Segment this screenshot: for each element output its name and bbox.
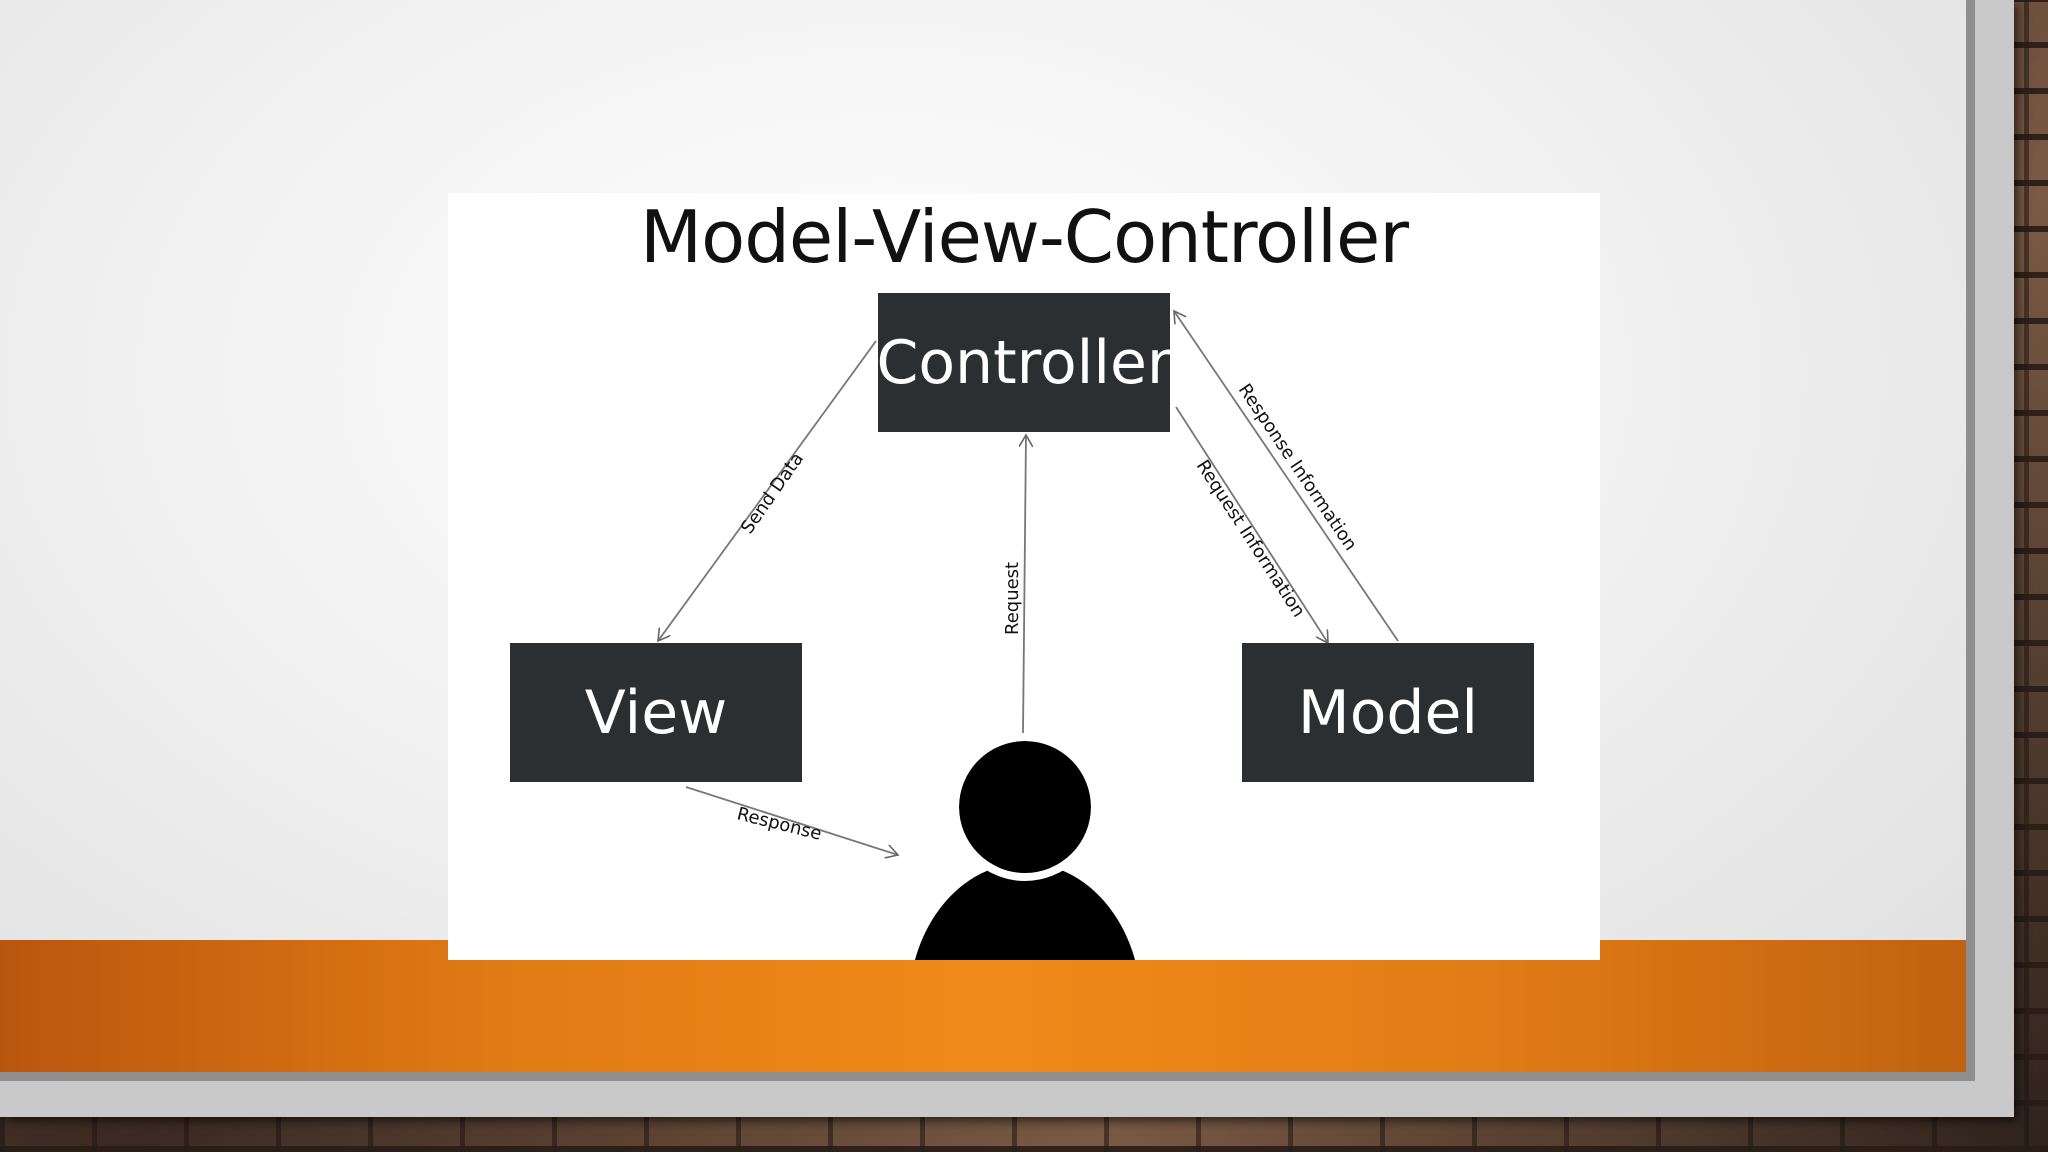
send-data-arrow xyxy=(658,340,877,641)
slide-frame: Send Data Request Request Information Re… xyxy=(0,0,2014,1117)
request-label: Request xyxy=(1002,562,1023,635)
model-node: Model xyxy=(1242,643,1534,782)
diagram-edges: Send Data Request Request Information Re… xyxy=(448,193,1399,960)
response-label: Response xyxy=(735,803,824,844)
diagram-title: Model-View-Controller xyxy=(640,195,1409,279)
view-node: View xyxy=(510,643,802,782)
slide: Send Data Request Request Information Re… xyxy=(0,0,1975,1081)
send-data-label: Send Data xyxy=(737,449,808,538)
request-information-label: Request Information xyxy=(1192,456,1309,621)
request-information-arrow xyxy=(1175,406,1328,643)
request-arrow xyxy=(1023,435,1026,734)
mvc-diagram: Send Data Request Request Information Re… xyxy=(448,193,1600,960)
accent-band xyxy=(0,940,1966,1072)
response-arrow xyxy=(685,786,898,855)
user-icon xyxy=(914,733,1136,960)
controller-node: Controller xyxy=(876,293,1172,432)
response-information-arrow xyxy=(1174,311,1399,642)
